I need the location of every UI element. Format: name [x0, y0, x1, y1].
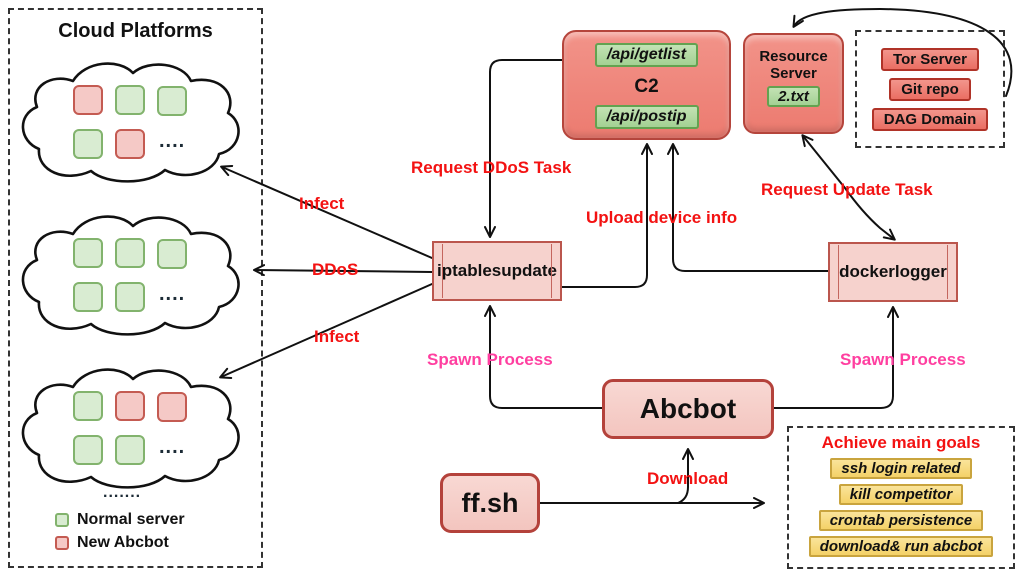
abcbot-server-box — [157, 392, 187, 422]
normal-server-box — [73, 238, 103, 268]
more-servers-dots: .... — [159, 283, 186, 305]
normal-server-box — [73, 129, 103, 159]
ffsh-node: ff.sh — [440, 473, 540, 533]
normal-server-box — [115, 238, 145, 268]
normal-server-swatch — [55, 513, 69, 527]
goal-item: crontab persistence — [818, 510, 984, 531]
more-servers-dots: .... — [159, 436, 186, 458]
normal-server-box — [73, 282, 103, 312]
abcbot-server-box — [73, 85, 103, 115]
goals-list: ssh login related kill competitor crontab … — [808, 458, 994, 557]
resource-server-label: Resource Server — [759, 48, 828, 83]
external-source-item: Tor Server — [881, 47, 979, 71]
upload-device-label: Upload device info — [586, 208, 738, 227]
request-update-label: Request Update Task — [761, 180, 933, 199]
iptablesupdate-process: iptablesupdate — [432, 241, 562, 301]
abcbot-node: Abcbot — [602, 379, 774, 439]
ddos-label: DDoS — [312, 260, 359, 279]
normal-server-box — [73, 435, 103, 465]
goal-item: download& run abcbot — [808, 536, 994, 557]
infect-top-label: Infect — [299, 194, 345, 213]
normal-server-box — [115, 435, 145, 465]
legend-row: Normal server — [55, 511, 185, 529]
goal-item: kill competitor — [838, 484, 964, 505]
spawn-process-right-label: Spawn Process — [840, 350, 966, 369]
normal-server-box — [157, 86, 187, 116]
external-source-item: Git repo — [889, 77, 971, 101]
c2-server-node: /api/getlist C2 /api/postip — [562, 30, 731, 140]
normal-server-box — [157, 239, 187, 269]
request-ddos-label: Request DDoS Task — [411, 158, 572, 177]
download-label: Download — [647, 469, 729, 488]
cloud-platforms-title: Cloud Platforms — [58, 20, 213, 42]
api-getlist-endpoint: /api/getlist — [594, 43, 699, 67]
more-servers-dots: .... — [159, 130, 186, 152]
legend-label: Normal server — [77, 511, 185, 528]
external-source-item: DAG Domain — [871, 107, 989, 131]
dockerlogger-process: dockerlogger — [828, 242, 958, 302]
abcbot-swatch — [55, 536, 69, 550]
legend-label: New Abcbot — [77, 534, 169, 551]
c2-label: C2 — [634, 75, 659, 97]
resource-file-2txt: 2.txt — [767, 85, 820, 107]
normal-server-box — [115, 85, 145, 115]
infect-bottom-label: Infect — [314, 327, 360, 346]
spawn-process-left-label: Spawn Process — [427, 350, 553, 369]
more-clouds-ellipsis: ....... — [103, 484, 142, 501]
resource-server-node: Resource Server 2.txt — [743, 33, 844, 134]
abcbot-server-box — [115, 391, 145, 421]
goals-panel: Achieve main goals ssh login related kill… — [787, 426, 1015, 569]
goals-title: Achieve main goals — [821, 433, 981, 452]
goal-item: ssh login related — [830, 458, 972, 479]
normal-server-box — [73, 391, 103, 421]
legend-row: New Abcbot — [55, 534, 185, 552]
normal-server-box — [115, 282, 145, 312]
api-postip-endpoint: /api/postip — [594, 105, 699, 129]
abcbot-server-box — [115, 129, 145, 159]
